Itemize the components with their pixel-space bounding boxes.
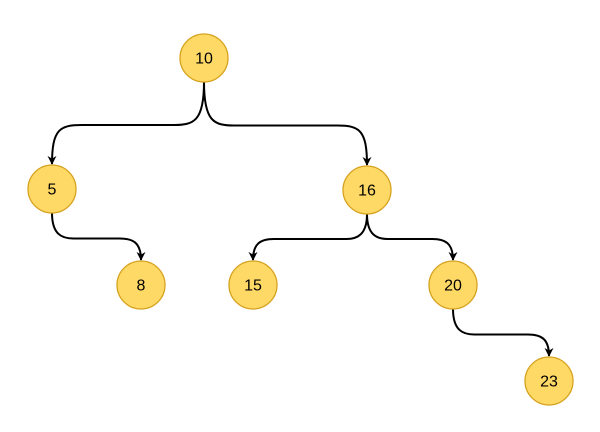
node-label: 23 bbox=[540, 374, 558, 391]
node-label: 16 bbox=[358, 183, 376, 200]
node-label: 8 bbox=[137, 278, 146, 295]
nodes-layer: 10 5 16 8 15 20 23 bbox=[27, 33, 574, 406]
node-label: 20 bbox=[444, 278, 462, 295]
node-circle bbox=[228, 260, 278, 310]
tree-node-8: 8 bbox=[116, 260, 166, 310]
tree-node-10: 10 bbox=[179, 33, 229, 83]
edge-n10-n16 bbox=[203, 81, 372, 166]
node-circle bbox=[524, 356, 574, 406]
node-circle bbox=[428, 260, 478, 310]
node-circle bbox=[179, 33, 229, 83]
node-label: 10 bbox=[195, 51, 213, 68]
node-label: 15 bbox=[244, 278, 262, 295]
edge-n20-n23 bbox=[452, 308, 554, 357]
edge-n5-n8 bbox=[51, 212, 146, 261]
tree-node-23: 23 bbox=[524, 356, 574, 406]
tree-node-5: 5 bbox=[27, 164, 77, 214]
edge-n16-n15 bbox=[248, 213, 368, 261]
tree-node-16: 16 bbox=[342, 165, 392, 215]
edge-n10-n5 bbox=[47, 81, 205, 165]
node-label: 5 bbox=[48, 182, 57, 199]
edges-layer bbox=[47, 81, 554, 357]
node-circle bbox=[27, 164, 77, 214]
tree-node-20: 20 bbox=[428, 260, 478, 310]
edge-n16-n20 bbox=[366, 213, 458, 261]
node-circle bbox=[342, 165, 392, 215]
node-circle bbox=[116, 260, 166, 310]
tree-node-15: 15 bbox=[228, 260, 278, 310]
